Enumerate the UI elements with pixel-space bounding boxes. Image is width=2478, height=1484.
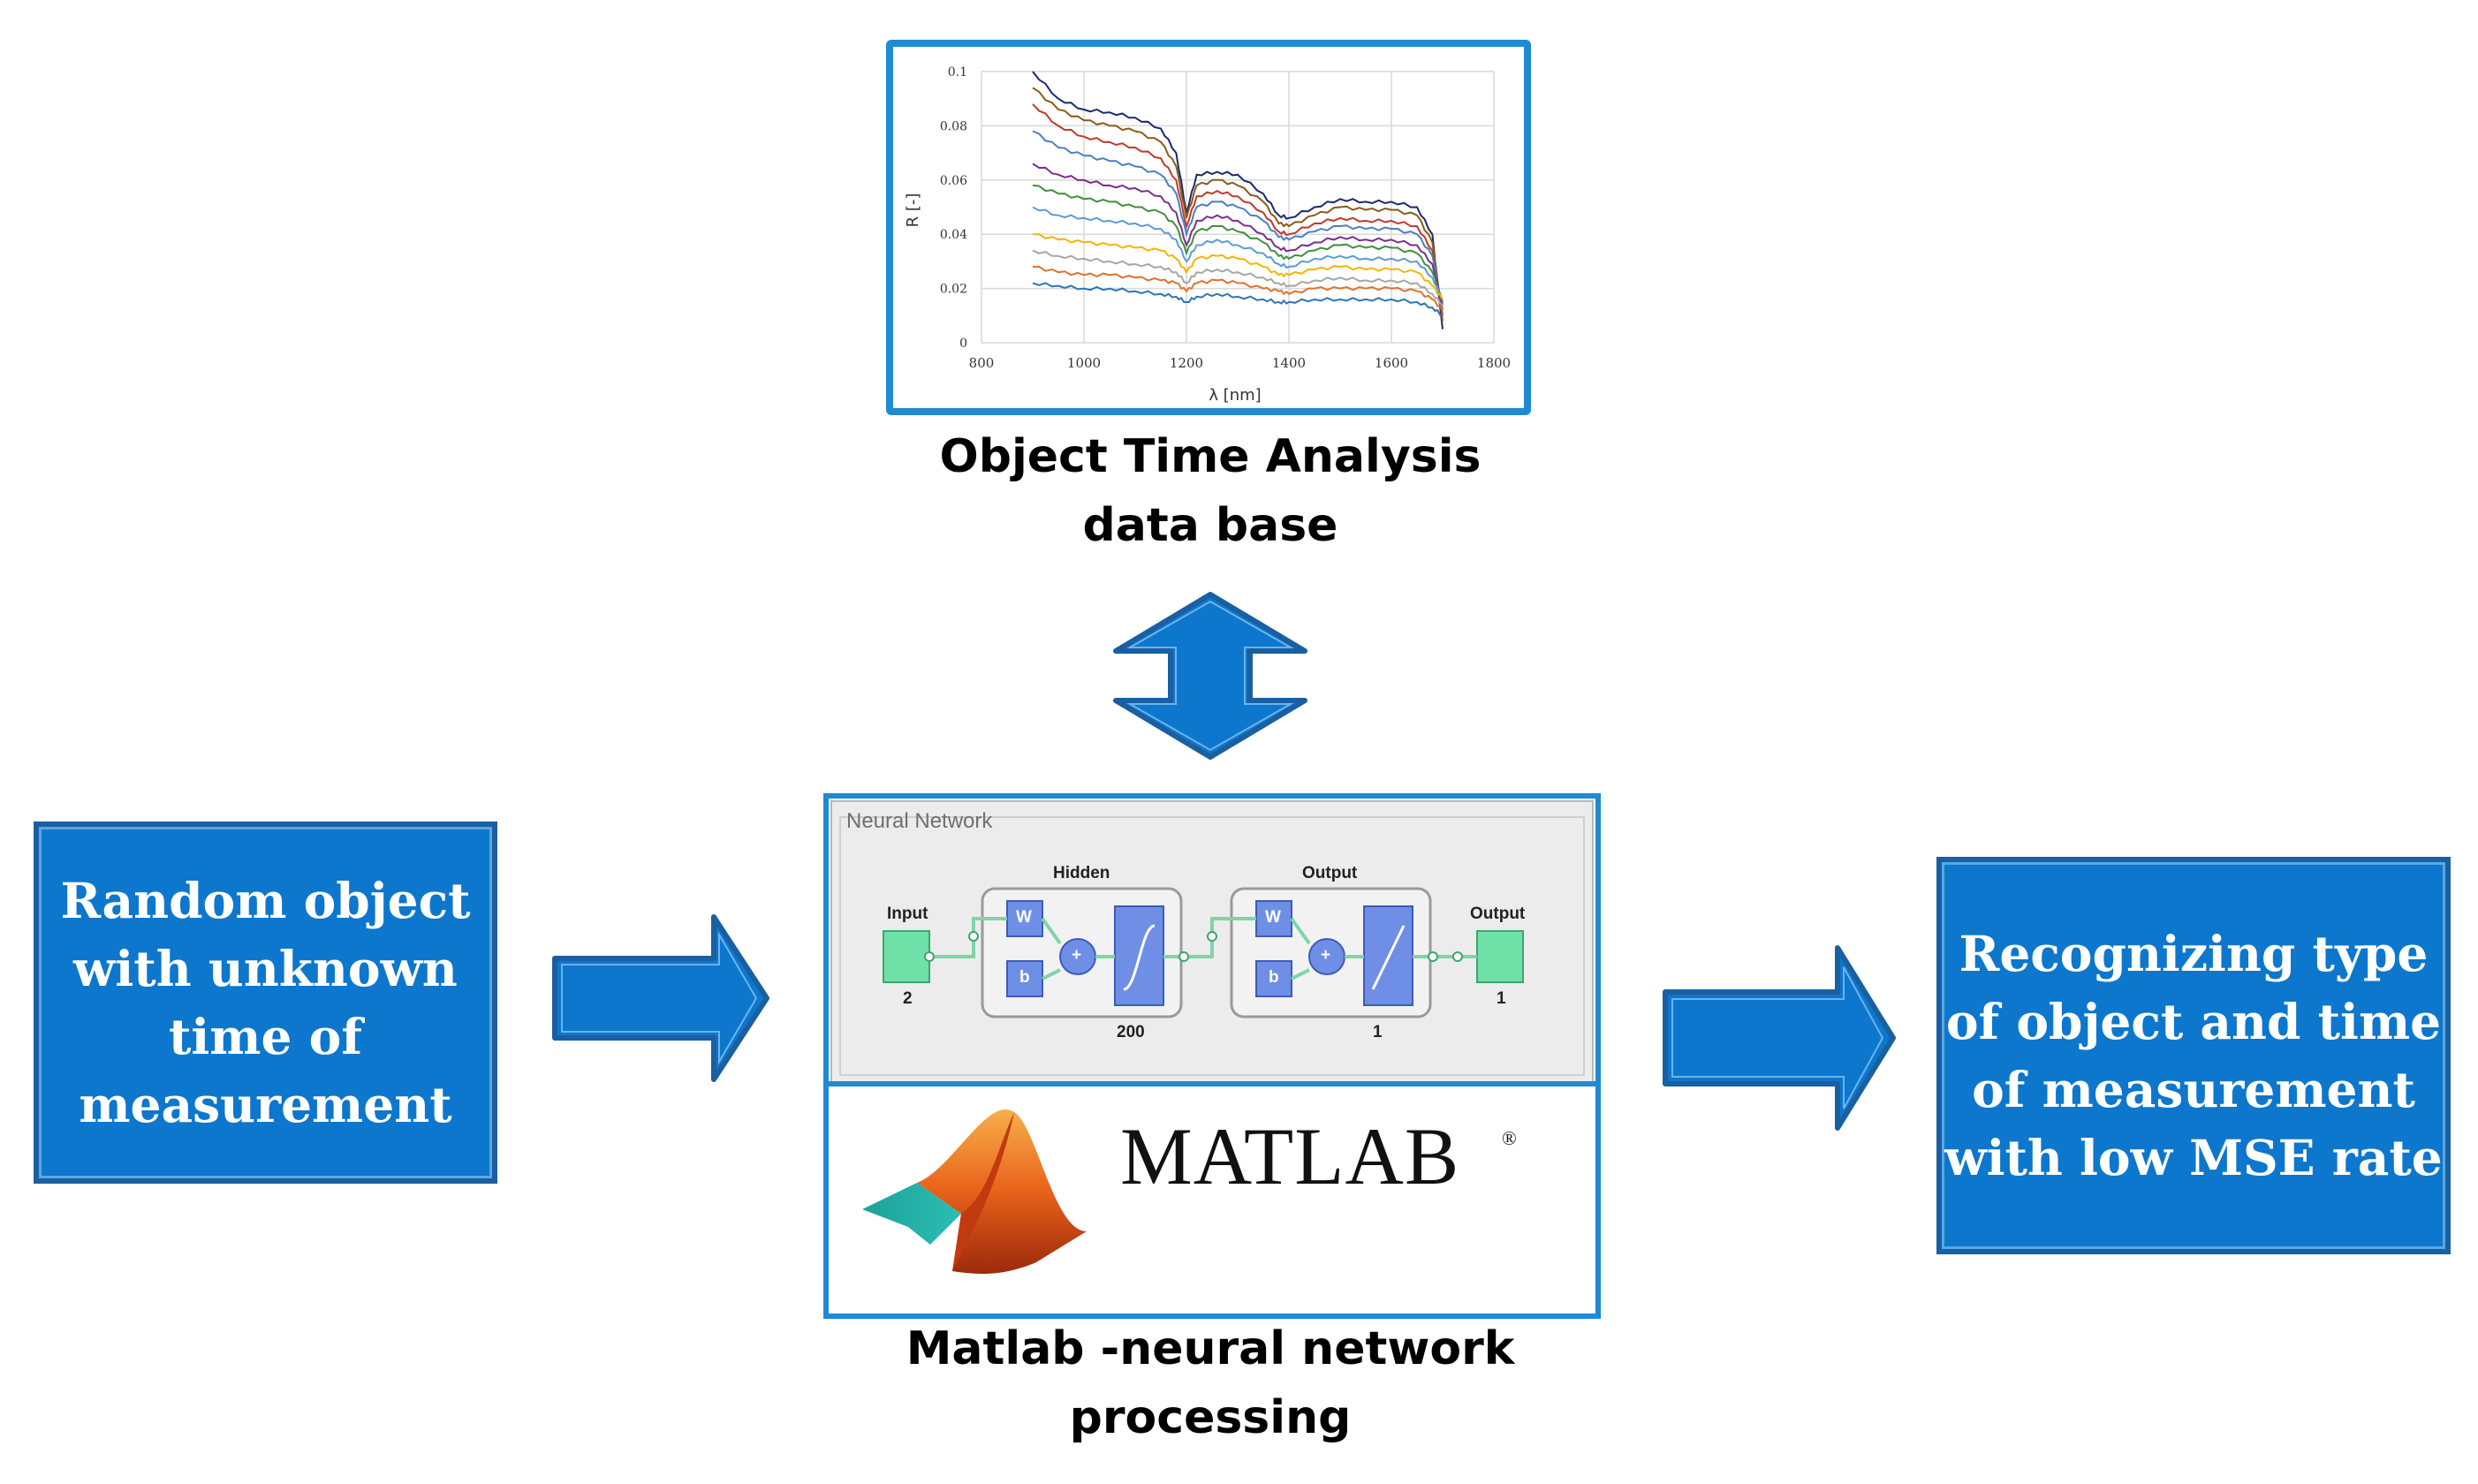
spectrum-series-line xyxy=(1032,233,1444,300)
output-label: Output xyxy=(1470,905,1526,923)
matlab-registered-mark: ® xyxy=(1502,1127,1517,1149)
y-tick-label: 0.02 xyxy=(940,283,967,297)
result-box-line3: of measurement xyxy=(1972,1061,2415,1118)
spectrum-series-line xyxy=(1032,282,1444,317)
panel-divider xyxy=(829,1081,1595,1086)
y-tick-label: 0.04 xyxy=(940,228,967,242)
nn-junctions xyxy=(924,931,1463,962)
output-plus-label: + xyxy=(1321,946,1331,965)
hidden-b-label: b xyxy=(1019,968,1030,987)
input-object-box: Random object with unknown time of measu… xyxy=(34,822,497,1184)
bidirectional-arrow xyxy=(1113,592,1307,760)
database-caption-line1: Object Time Analysis xyxy=(939,430,1481,483)
spectrum-series-line xyxy=(1032,103,1444,316)
nn-diagram-frame xyxy=(839,816,1585,1076)
spectrum-series-line xyxy=(1032,249,1444,306)
output-weight-block xyxy=(1255,900,1292,937)
nn-architecture xyxy=(883,887,1524,1018)
hidden-label: Hidden xyxy=(1053,864,1110,882)
neural-network-diagram: Neural Network xyxy=(830,800,1594,1083)
x-tick-label: 1200 xyxy=(1170,355,1203,371)
y-tick-label: 0 xyxy=(959,337,967,351)
chart-grid xyxy=(981,71,1495,344)
processing-caption-line2: processing xyxy=(1069,1391,1352,1444)
spectrum-series-line xyxy=(1032,184,1444,303)
y-tick-label: 0.1 xyxy=(948,65,967,80)
chart-series-group xyxy=(1032,71,1444,329)
hidden-w-label: W xyxy=(1016,908,1032,927)
x-tick-label: 800 xyxy=(969,355,995,371)
spectrum-series-line xyxy=(1032,130,1444,311)
database-caption: Object Time Analysis data base xyxy=(795,422,1625,560)
spectra-chart-panel: 800 1000 1200 1400 1600 1800 0 0.02 0.04 0.06 0.0… xyxy=(886,40,1531,415)
spectra-chart: 800 1000 1200 1400 1600 1800 0 0.02 0.04 0.06 0.0… xyxy=(904,65,1511,405)
x-tick-label: 1400 xyxy=(1272,355,1306,371)
matlab-wordmark: MATLAB xyxy=(1120,1111,1460,1201)
spectrum-series-line xyxy=(1032,206,1444,300)
input-box-line3: time of xyxy=(169,1008,362,1065)
x-axis-label: λ [nm] xyxy=(1209,386,1261,405)
database-caption-line2: data base xyxy=(1082,499,1338,552)
result-box-line4: with low MSE rate xyxy=(1944,1129,2443,1186)
output-bias-block xyxy=(1255,960,1292,997)
input-label: Input xyxy=(887,905,928,923)
x-tick-labels: 800 1000 1200 1400 1600 1800 xyxy=(969,355,1511,371)
x-tick-label: 1600 xyxy=(1375,355,1408,371)
output-count: 1 xyxy=(1497,989,1506,1008)
input-count: 2 xyxy=(903,989,913,1008)
processing-caption: Matlab -neural network processing xyxy=(777,1314,1643,1452)
spectrum-series-line xyxy=(1032,71,1444,329)
output-b-label: b xyxy=(1269,968,1279,987)
y-tick-labels: 0 0.02 0.04 0.06 0.08 0.1 xyxy=(940,65,967,351)
input-node xyxy=(883,930,930,983)
x-tick-label: 1000 xyxy=(1067,355,1101,371)
hidden-count: 200 xyxy=(1117,1023,1145,1041)
result-box-line1: Recognizing type xyxy=(1959,925,2429,982)
output-layer-label: Output xyxy=(1302,864,1358,882)
y-axis-label: R [-] xyxy=(904,193,922,228)
spectrum-series-line xyxy=(1032,87,1444,322)
result-box: Recognizing type of object and time of m… xyxy=(1936,857,2451,1254)
spectrum-series-line xyxy=(1033,266,1444,311)
y-tick-label: 0.08 xyxy=(940,119,967,133)
spectrum-series-line xyxy=(1032,163,1444,306)
sigmoid-icon xyxy=(1123,924,1156,991)
output-node xyxy=(1476,930,1524,983)
x-tick-label: 1800 xyxy=(1477,355,1511,371)
right-arrow-left xyxy=(552,914,769,1082)
input-box-line2: with unknown xyxy=(73,940,458,997)
neural-network-panel: Neural Network xyxy=(823,793,1601,1319)
result-box-line2: of object and time xyxy=(1945,993,2442,1050)
processing-caption-line1: Matlab -neural network xyxy=(906,1322,1515,1375)
y-tick-label: 0.06 xyxy=(940,174,967,188)
hidden-plus-label: + xyxy=(1072,946,1082,965)
right-arrow-right xyxy=(1663,945,1896,1131)
input-box-line4: measurement xyxy=(79,1076,452,1133)
matlab-logo-icon xyxy=(862,1109,1087,1274)
input-box-line1: Random object xyxy=(60,872,471,929)
output-layer-count: 1 xyxy=(1373,1023,1383,1041)
nn-panel-title: Neural Network xyxy=(846,809,993,833)
output-w-label: W xyxy=(1265,908,1281,927)
linear-icon xyxy=(1371,925,1406,990)
